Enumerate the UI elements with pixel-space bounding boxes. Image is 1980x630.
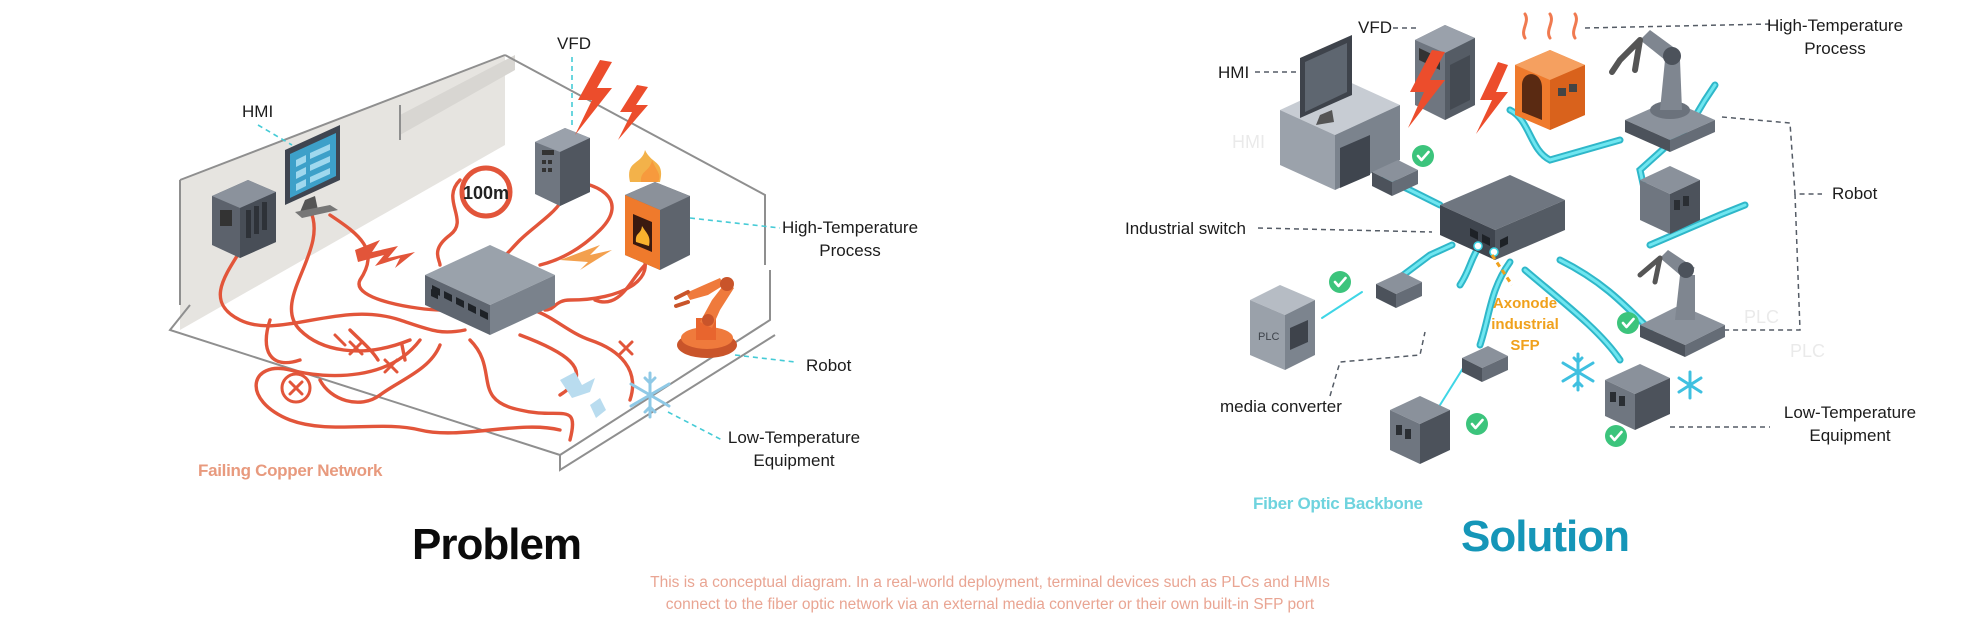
hmi-monitor-icon <box>1280 35 1400 190</box>
problem-high-temp-label: High-Temperature Process <box>780 216 920 262</box>
footnote: This is a conceptual diagram. In a real-… <box>560 572 1420 616</box>
problem-high-temp-line1: High-Temperature <box>781 218 919 237</box>
heat-sparks-icon <box>560 245 612 270</box>
problem-high-temp-line2: Process <box>819 241 881 260</box>
vfd-drive-icon <box>535 128 590 206</box>
solution-vfd-label: VFD <box>1358 18 1392 37</box>
footnote-line2: connect to the fiber optic network via a… <box>665 596 1315 613</box>
solution-low-temp-line2: Equipment <box>1809 426 1891 445</box>
flame-icon <box>629 150 662 182</box>
sfp-line1: Axonode <box>1492 295 1558 312</box>
problem-leader-lines <box>257 57 796 441</box>
device-module-icon <box>1640 166 1700 234</box>
snowflake-icon <box>629 371 671 419</box>
device-module-icon <box>1605 364 1670 430</box>
problem-caption: Failing Copper Network <box>198 461 383 480</box>
lightning-icon <box>1408 50 1508 134</box>
solution-high-temp-label: High-Temperature Process <box>1760 14 1910 60</box>
sfp-line2: industrial <box>1491 316 1559 333</box>
ghost-plc-label-1: PLC <box>1744 307 1779 327</box>
footnote-line1: This is a conceptual diagram. In a real-… <box>650 574 1330 591</box>
robot-arm-icon <box>674 277 737 358</box>
speed-limit-sign-icon: 100m <box>459 165 513 219</box>
media-converter-label: media converter <box>1220 397 1342 416</box>
industrial-switch-icon <box>425 245 555 335</box>
hmi-monitor-icon <box>285 125 340 218</box>
snowflake-icon <box>1561 352 1703 400</box>
problem-robot-label: Robot <box>806 356 852 375</box>
sfp-label: Axonode industrial SFP <box>1482 293 1568 356</box>
industrial-switch-icon <box>1440 175 1565 260</box>
solution-high-temp-line1: High-Temperature <box>1766 16 1904 35</box>
solution-robot-label: Robot <box>1832 184 1878 203</box>
solution-hmi-label: HMI <box>1218 63 1250 82</box>
heat-waves-icon <box>1522 12 1578 40</box>
solution-high-temp-line2: Process <box>1804 39 1866 58</box>
problem-hmi-label: HMI <box>242 102 274 121</box>
problem-low-temp-line2: Equipment <box>753 451 835 470</box>
plc-cabinet-icon <box>212 180 276 258</box>
robot-arm-icon <box>1637 250 1725 357</box>
problem-low-temp-line1: Low-Temperature <box>727 428 861 447</box>
problem-low-temp-label: Low-Temperature Equipment <box>724 426 864 472</box>
solution-caption: Fiber Optic Backbone <box>1253 494 1423 513</box>
error-circle-icon <box>280 372 312 404</box>
solution-title: Solution <box>1461 512 1630 561</box>
furnace-icon <box>1515 50 1585 130</box>
sfp-line3: SFP <box>1510 337 1540 354</box>
plc-cabinet-icon: PLC <box>1250 285 1315 370</box>
lightning-icon <box>575 60 648 140</box>
sfp-leader-line <box>1490 254 1514 286</box>
distance-sign-text: 100m <box>463 183 509 203</box>
media-converter-icon <box>1372 160 1418 196</box>
media-converter-icon <box>1376 272 1422 308</box>
ghost-plc-label-2: PLC <box>1790 341 1825 361</box>
solution-low-temp-line1: Low-Temperature <box>1783 403 1917 422</box>
device-module-icon <box>1390 396 1450 464</box>
furnace-icon <box>625 182 690 270</box>
plc-label: PLC <box>1258 331 1279 343</box>
solution-low-temp-label: Low-Temperature Equipment <box>1775 401 1925 447</box>
problem-vfd-label: VFD <box>557 34 591 53</box>
industrial-switch-label: Industrial switch <box>1125 219 1246 238</box>
error-x-icon <box>333 333 634 374</box>
noise-zigzag-icon <box>355 240 415 268</box>
ice-shards-icon <box>560 372 606 418</box>
robot-arm-icon <box>1609 30 1715 152</box>
solution-leader-lines <box>1255 23 1822 428</box>
media-converter-icon <box>1462 346 1508 382</box>
problem-title: Problem <box>412 520 582 569</box>
ghost-hmi-label: HMI <box>1232 132 1265 152</box>
